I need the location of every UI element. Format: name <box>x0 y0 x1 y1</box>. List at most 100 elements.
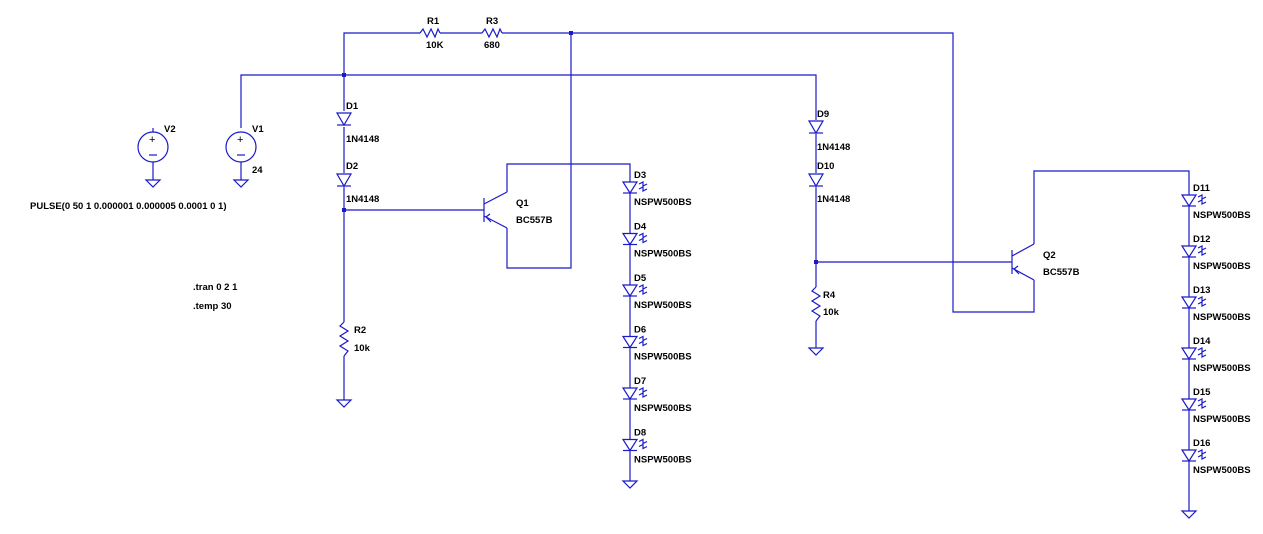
diode-d10-triangle <box>807 173 825 188</box>
right-led-d14[interactable]: D14 NSPW500BS <box>1180 308 1251 374</box>
resistor-r2-symbol <box>338 321 350 357</box>
led-name: D15 <box>1193 387 1211 398</box>
junction-dot <box>342 73 346 77</box>
resistor-r3-name: R3 <box>486 16 498 27</box>
v1-name: V1 <box>252 124 264 135</box>
led-name: D11 <box>1193 183 1211 194</box>
diode-d10[interactable]: D10 1N4148 <box>807 161 850 205</box>
q1-value: BC557B <box>516 215 553 226</box>
q1-name: Q1 <box>516 198 529 209</box>
diode-d2-triangle <box>335 173 353 188</box>
resistor-r3-symbol <box>481 27 503 39</box>
resistor-r2[interactable]: R2 10k <box>338 321 371 357</box>
wire-q1-collector <box>506 163 631 192</box>
diode-d1-name: D1 <box>346 101 359 112</box>
led-value: NSPW500BS <box>634 249 692 260</box>
wire-supply-rail <box>240 74 817 128</box>
diode-d9[interactable]: D9 1N4148 <box>807 109 850 153</box>
led-value: NSPW500BS <box>1193 414 1251 425</box>
led-emission-icon <box>1197 245 1207 251</box>
resistor-r1[interactable]: R1 10K <box>419 16 444 51</box>
led-emission-icon <box>1197 296 1207 302</box>
led-emission-icon <box>638 237 648 244</box>
q2-name: Q2 <box>1043 250 1056 261</box>
v2-value: PULSE(0 50 1 0.000001 0.000005 0.0001 0 … <box>30 201 226 212</box>
resistor-r3[interactable]: R3 680 <box>481 16 503 51</box>
resistor-r1-name: R1 <box>427 16 440 27</box>
wire-top-rail <box>343 32 420 75</box>
resistor-r2-value: 10k <box>354 343 371 354</box>
grounds <box>144 179 825 408</box>
resistor-r2-name: R2 <box>354 325 366 336</box>
led-emission-icon <box>638 186 648 192</box>
ground-icon <box>807 347 825 356</box>
directive-temp[interactable]: .temp 30 <box>193 301 232 312</box>
led-emission-icon <box>1197 347 1207 353</box>
wires <box>152 32 1190 400</box>
resistor-r4-value: 10k <box>823 307 840 318</box>
led-name: D5 <box>634 273 647 284</box>
v2-circle <box>137 131 169 163</box>
v2-plus-icon: + <box>149 134 155 146</box>
led-emission-icon <box>638 284 648 290</box>
led-triangle <box>621 284 639 298</box>
led-value: NSPW500BS <box>634 455 692 466</box>
led-triangle <box>1180 194 1198 208</box>
wire-r3-out <box>502 32 1035 313</box>
led-triangle <box>1180 296 1198 310</box>
ground-icon <box>335 399 353 408</box>
led-name: D14 <box>1193 336 1211 347</box>
diode-d10-value: 1N4148 <box>817 194 850 205</box>
led-triangle <box>1180 449 1198 463</box>
led-value: NSPW500BS <box>1193 312 1251 323</box>
led-emission-icon <box>638 387 648 393</box>
transistor-q2[interactable]: Q2 BC557B <box>1011 243 1080 281</box>
led-name: D8 <box>634 428 646 439</box>
led-value: NSPW500BS <box>1193 261 1251 272</box>
led-emission-icon <box>638 340 648 347</box>
led-emission-icon <box>1197 199 1207 205</box>
led-emission-icon <box>1197 454 1207 460</box>
led-value: NSPW500BS <box>634 300 692 311</box>
junction-dot <box>814 260 818 264</box>
left-led-d7[interactable]: D7 NSPW500BS <box>621 347 692 415</box>
led-value: NSPW500BS <box>634 352 692 363</box>
q2-arrow-icon <box>1013 265 1020 275</box>
voltage-source-v2[interactable]: + V2 PULSE(0 50 1 0.000001 0.000005 0.00… <box>30 124 226 212</box>
q2-value: BC557B <box>1043 267 1080 278</box>
led-value: NSPW500BS <box>634 197 692 208</box>
led-emission-icon <box>1197 194 1207 200</box>
led-name: D7 <box>634 376 646 387</box>
led-name: D12 <box>1193 234 1210 245</box>
diode-d9-triangle <box>807 120 825 135</box>
led-emission-icon <box>1197 301 1207 307</box>
led-name: D13 <box>1193 285 1210 296</box>
led-emission-icon <box>1197 403 1207 409</box>
led-emission-icon <box>1197 398 1207 404</box>
wire-q1-emitter <box>506 33 572 269</box>
led-emission-icon <box>638 443 648 450</box>
diode-d2[interactable]: D2 1N4148 <box>335 161 379 205</box>
led-string-left: D3NSPW500BSD4NSPW500BSD5NSPW500BSD6NSPW5… <box>621 170 692 489</box>
led-emission-icon <box>1197 352 1207 358</box>
resistor-r4[interactable]: R4 10k <box>810 286 840 322</box>
led-triangle <box>1180 398 1198 412</box>
v2-name: V2 <box>164 124 176 135</box>
directive-tran[interactable]: .tran 0 2 1 <box>193 282 238 293</box>
diode-d1[interactable]: D1 1N4148 <box>335 101 379 145</box>
led-string-right: D11NSPW500BSD12NSPW500BSD13NSPW500BSD14N… <box>1180 183 1251 519</box>
voltage-source-v1[interactable]: + V1 24 <box>225 124 264 176</box>
transistor-q1[interactable]: Q1 BC557B <box>483 191 553 229</box>
led-emission-icon <box>638 392 648 398</box>
resistor-r4-symbol <box>810 286 822 322</box>
v1-value: 24 <box>252 165 263 176</box>
led-emission-icon <box>638 335 648 342</box>
